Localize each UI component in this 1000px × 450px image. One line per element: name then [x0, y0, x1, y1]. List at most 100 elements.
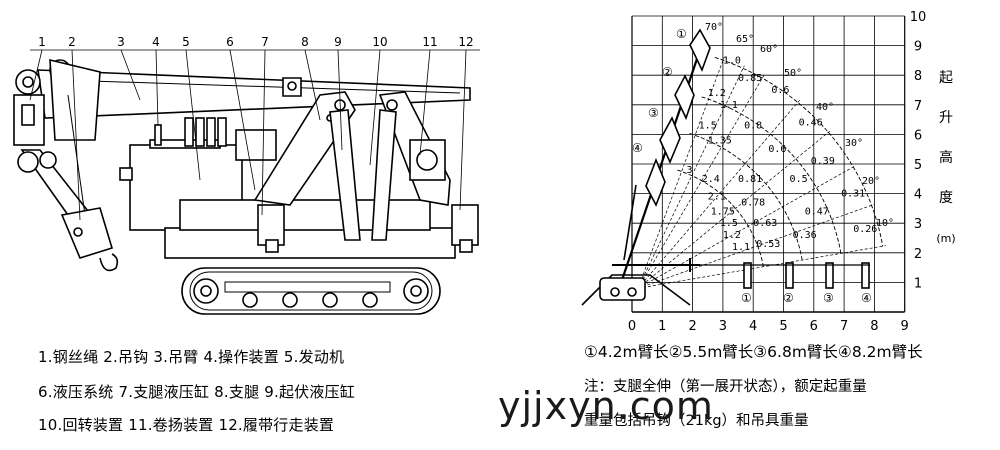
x-tick-label: 9: [901, 319, 909, 334]
load-value: 0.39: [811, 156, 835, 167]
y-tick-label: 8: [914, 69, 922, 84]
load-chart-angle-labels: 70°65°60°50°40°30°20°10°: [705, 22, 894, 229]
crane-part-number-7: 7: [261, 35, 269, 49]
x-tick-label: 4: [749, 319, 757, 334]
y-tick-label: 4: [914, 188, 922, 203]
crane-part-number-10: 10: [372, 35, 387, 49]
y-axis-label-char: 度: [939, 190, 953, 206]
y-tick-label: 9: [914, 40, 922, 55]
angle-label: 70°: [705, 22, 723, 33]
load-value: 1.75: [711, 206, 735, 217]
y-tick-label: 5: [914, 158, 922, 173]
y-tick-label: 1: [914, 276, 922, 291]
crane-part-number-2: 2: [68, 35, 76, 49]
y-axis-label-char: (m): [936, 232, 955, 245]
load-value: 2.1: [708, 192, 726, 203]
load-value: 0.47: [805, 206, 829, 217]
crane-part-number-8: 8: [301, 35, 309, 49]
angle-label: 65°: [736, 34, 754, 45]
angle-ray-65: [637, 65, 745, 289]
y-tick-label: 6: [914, 128, 922, 143]
y-tick-label: 3: [914, 217, 922, 232]
boom-marker: ①: [676, 27, 687, 41]
load-marker: ③: [823, 291, 834, 305]
x-tick-label: 6: [810, 319, 818, 334]
x-tick-label: 8: [870, 319, 878, 334]
load-chart-arcs: [637, 57, 886, 289]
load-value: 0.6: [768, 144, 786, 155]
crane-part-number-4: 4: [152, 35, 160, 49]
radius-arc-3: [701, 96, 842, 254]
load-value: 0.85: [738, 73, 762, 84]
y-axis-label-char: 高: [939, 149, 953, 166]
crane-part-number-11: 11: [422, 35, 437, 49]
load-value: 0.8: [744, 120, 762, 131]
chart-crane-silhouette: [581, 28, 870, 306]
load-value: 1.1: [720, 100, 738, 111]
load-value: 1.2: [708, 88, 726, 99]
load-value: 1.0: [723, 55, 741, 66]
angle-ray-40: [637, 130, 831, 289]
angle-ray-30: [637, 165, 857, 289]
angle-ray-70: [637, 57, 725, 289]
load-value: 0.63: [753, 218, 777, 229]
y-axis-label-char: 升: [939, 110, 953, 126]
crane-part-number-6: 6: [226, 35, 234, 49]
load-value: 2.4: [702, 174, 720, 185]
x-tick-label: 5: [779, 319, 787, 334]
angle-label: 40°: [816, 102, 834, 113]
load-value: 0.5: [790, 174, 808, 185]
note-line-2: 重量包括吊钩（21kg）和吊具重量: [584, 413, 809, 429]
load-value: 0.46: [799, 118, 823, 129]
load-marker: ①: [741, 291, 752, 305]
load-chart-boom-markers: ① ② ③ ④ ① ② ③ ④: [632, 27, 872, 305]
radius-arc-1: [677, 169, 764, 267]
x-tick-label: 3: [719, 319, 727, 334]
x-tick-label: 0: [628, 319, 636, 334]
legend-line-3: 10.回转装置 11.卷扬装置 12.履带行走装置: [38, 416, 335, 434]
y-axis-label-char: 起: [939, 70, 953, 86]
angle-label: 20°: [862, 176, 880, 187]
load-value: 0.81: [738, 174, 762, 185]
angle-ray-50: [637, 99, 800, 289]
site-watermark: yjjxyn.com: [498, 384, 714, 428]
load-value: 3: [687, 165, 693, 176]
boom-marker: ②: [662, 65, 673, 79]
crane-part-number-12: 12: [458, 35, 473, 49]
load-value: 0.6: [771, 85, 789, 96]
load-marker: ④: [861, 291, 872, 305]
load-value: 0.26: [853, 224, 877, 235]
boom-marker: ④: [632, 141, 643, 155]
crane-part-number-5: 5: [182, 35, 190, 49]
spider-crane-drawing: [13, 49, 479, 315]
load-value: 0.53: [756, 239, 780, 250]
boom-length-legend: ①4.2m臂长②5.5m臂长③6.8m臂长④8.2m臂长: [584, 343, 923, 361]
angle-label: 60°: [760, 44, 778, 55]
x-tick-label: 7: [840, 319, 848, 334]
load-value: 1.35: [708, 135, 732, 146]
load-value: 1.1: [732, 242, 750, 253]
angle-label: 30°: [845, 138, 863, 149]
crane-part-number-9: 9: [334, 35, 342, 49]
angle-ray-20: [637, 203, 875, 289]
load-value: 1.2: [723, 230, 741, 241]
boom-marker: ③: [648, 106, 659, 120]
load-value: 1.5: [699, 120, 717, 131]
load-value: 0.78: [741, 197, 765, 208]
y-tick-label: 7: [914, 99, 922, 114]
legend-line-2: 6.液压系统 7.支腿液压缸 8.支腿 9.起伏液压缸: [38, 383, 355, 401]
legend-line-1: 1.钢丝绳 2.吊钩 3.吊臂 4.操作装置 5.发动机: [38, 348, 345, 366]
y-tick-label: 10: [910, 10, 927, 25]
crane-part-number-3: 3: [117, 35, 125, 49]
load-value: 0.36: [793, 230, 817, 241]
crane-part-number-1: 1: [38, 35, 46, 49]
x-tick-label: 2: [688, 319, 696, 334]
y-tick-label: 2: [914, 247, 922, 262]
load-marker: ②: [783, 291, 794, 305]
radius-arc-4: [714, 57, 884, 247]
